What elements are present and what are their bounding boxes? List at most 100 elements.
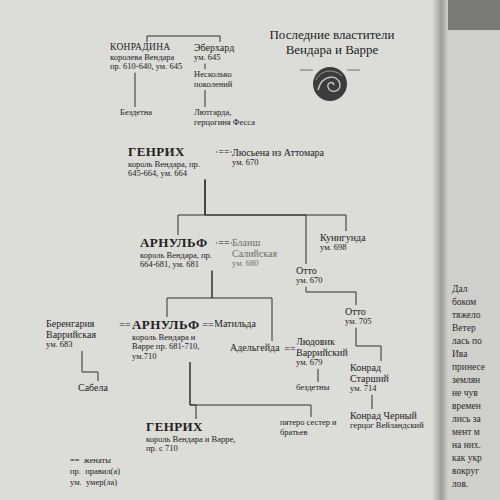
person-name: Людовик Варрийский: [296, 336, 348, 358]
descent-line: [306, 287, 356, 305]
facing-page-text: боком: [452, 297, 476, 307]
descent-line: [205, 180, 346, 231]
descent-line: [147, 36, 220, 42]
person-name: бездетны: [296, 383, 342, 393]
person-name: Бланш Салийская: [232, 237, 290, 259]
person-dates: ум. 705: [345, 317, 379, 327]
right-page: [448, 0, 500, 500]
descent-line: [372, 395, 373, 409]
descent-line: [167, 271, 212, 317]
legend-entry: == женаты: [70, 455, 111, 466]
person-name: ГЕНРИХ: [146, 420, 246, 435]
person-entry: Сабела: [78, 382, 118, 393]
person-name: Сабела: [78, 382, 118, 393]
person-name: Отто: [296, 265, 328, 276]
person-entry: Кунигундаум. 698: [320, 232, 372, 253]
person-entry: бездетны: [296, 383, 342, 393]
marriage-sign: ==: [217, 147, 230, 157]
descent-line: [205, 64, 206, 69]
person-entry: АРНУЛЬФкороль Вендара и Варре пр. 681-71…: [132, 318, 202, 361]
person-name: АРНУЛЬФ: [140, 236, 216, 251]
person-name: пятеро сестер и братьев: [280, 418, 342, 437]
descent-line: [205, 180, 306, 264]
person-name: АРНУЛЬФ: [132, 318, 202, 333]
facing-page-text: времен: [452, 401, 481, 411]
person-entry: Конрад Старшийум. 714: [350, 362, 412, 394]
descent-line: [205, 90, 206, 107]
descent-line: [318, 369, 319, 382]
person-entry: Бланш Салийскаяум. 680: [232, 237, 290, 269]
facing-page-text: Ветер: [452, 323, 476, 333]
person-entry: Людовик Варрийскийум. 679: [296, 336, 348, 368]
person-dates: королева Вендара пр. 610-640, ум. 645: [110, 53, 184, 72]
facing-page-text: Дал: [452, 284, 468, 294]
facing-page-text: землян: [452, 375, 480, 385]
person-dates: король Вендара, пр. 664-681, ум. 681: [140, 251, 216, 270]
person-name: Кунигунда: [320, 232, 372, 243]
descent-line: [190, 362, 311, 417]
person-dates: ум. 714: [350, 384, 412, 394]
person-name: Эберхард: [194, 42, 246, 53]
marriage-sign: ==: [118, 320, 131, 330]
person-dates: ум. 683: [46, 340, 118, 350]
person-entry: Адельгейда: [230, 342, 284, 353]
person-entry: ГЕНРИХкороль Вендара, пр. 645-664, ум. 6…: [128, 145, 216, 179]
person-dates: король Вендара и Варре, пр. с 710: [146, 435, 246, 454]
person-name: Бездетна: [120, 108, 170, 118]
legend-entry: ум. умер(ла): [70, 477, 117, 488]
person-entry: КОНРАДИНАкоролева Вендара пр. 610-640, у…: [110, 42, 184, 72]
person-name: Лютгарда, герцогиня Фесса: [194, 108, 264, 127]
person-entry: Конрад Черныйгерцог Вейландский: [350, 410, 436, 431]
person-name: Адельгейда: [230, 342, 284, 353]
person-dates: ум. 679: [296, 358, 348, 368]
person-dates: ум. 670: [232, 158, 327, 168]
person-dates: король Вендара и Варре пр. 681-710, ум.7…: [132, 333, 202, 362]
marriage-sign: ==: [201, 320, 214, 330]
legend-entry: пр. правил(а): [70, 466, 120, 477]
descent-line: [356, 328, 381, 361]
person-entry: Лютгарда, герцогиня Фесса: [194, 108, 264, 127]
person-dates: ум. 670: [296, 276, 328, 286]
facing-page-text: не чув: [452, 388, 478, 398]
person-entry: ГЕНРИХкороль Вендара и Варре, пр. с 710: [146, 420, 246, 454]
person-dates: ум. 698: [320, 243, 372, 253]
marriage-sign: ==: [283, 344, 296, 354]
facing-page-text: как укр: [452, 453, 482, 463]
facing-page-text: лов.: [452, 479, 468, 489]
person-entry: Беренгария Варрийскаяум. 683: [46, 318, 118, 350]
page-edge-shadow: [448, 0, 500, 30]
facing-page-text: Ива: [452, 349, 467, 359]
person-name: Конрад Старший: [350, 362, 412, 384]
person-name: ГЕНРИХ: [128, 145, 216, 160]
facing-page-text: мент м: [452, 427, 480, 437]
facing-page-text: лись за: [452, 414, 481, 424]
person-name: Люсьена из Аттомара: [232, 147, 327, 158]
person-name: Матильда: [214, 318, 260, 329]
person-entry: Эберхардум. 645: [194, 42, 246, 63]
person-entry: АРНУЛЬФкороль Вендара, пр. 664-681, ум. …: [140, 236, 216, 270]
person-entry: Оттоум. 670: [296, 265, 328, 286]
marriage-sign: ==: [217, 238, 230, 248]
person-name: Отто: [345, 306, 379, 317]
descent-line: [212, 271, 272, 341]
person-dates: король Вендара, пр. 645-664, ум. 664: [128, 160, 216, 179]
person-entry: Бездетна: [120, 108, 170, 118]
facing-page-text: тяжело: [452, 310, 481, 320]
person-dates: ум. 645: [194, 53, 246, 63]
ornament: [300, 67, 360, 101]
person-name: КОНРАДИНА: [110, 42, 184, 53]
person-entry: пятеро сестер и братьев: [280, 418, 342, 437]
gutter: [432, 0, 448, 500]
person-dates: герцог Вейландский: [350, 421, 436, 431]
facing-page-text: вокруг: [452, 466, 479, 476]
person-dates: ум. 680: [232, 259, 290, 269]
person-name: Конрад Черный: [350, 410, 436, 421]
diagram-title: Последние властители Вендара и Варре: [262, 28, 402, 58]
facing-page-text: лась по: [452, 336, 482, 346]
descent-line: [135, 73, 136, 107]
person-entry: Матильда: [214, 318, 260, 329]
facing-page-text: на них.: [452, 440, 481, 450]
person-entry: Оттоум. 705: [345, 306, 379, 327]
